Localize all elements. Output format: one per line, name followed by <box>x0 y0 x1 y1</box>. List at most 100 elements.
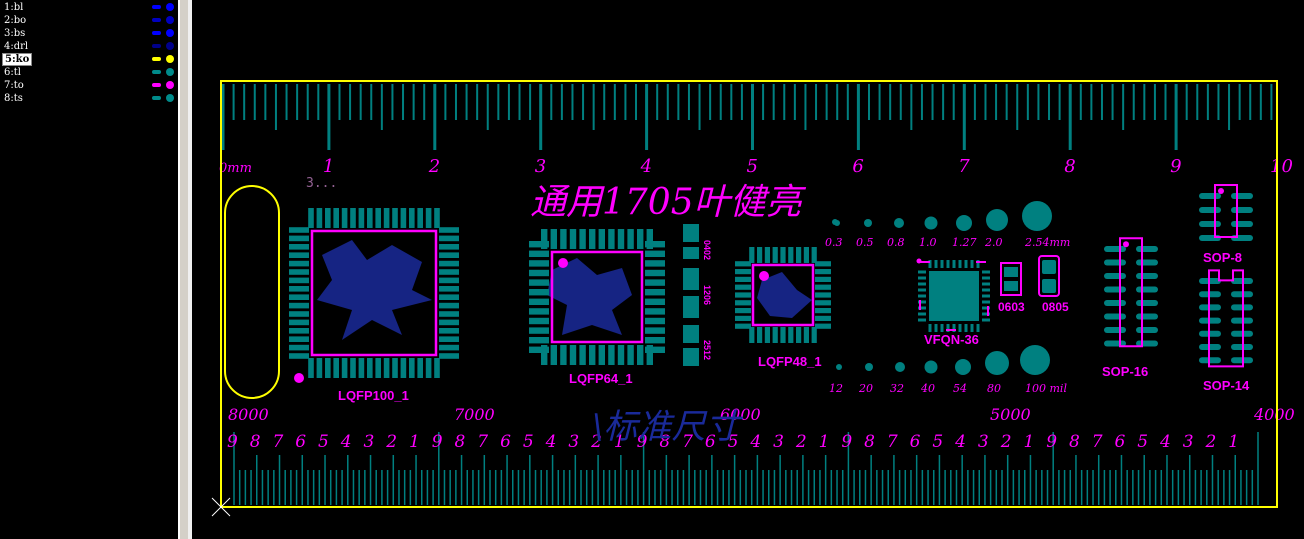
ruler-bottom-digit: 6 <box>500 432 511 452</box>
sop8-label: SOP-8 <box>1203 250 1242 265</box>
ruler-bottom-digit: 8 <box>659 432 670 452</box>
layer-color-dot-icon <box>166 81 174 89</box>
ruler-bottom-digit: 1 <box>819 432 830 452</box>
ruler-bottom-digit: 3 <box>568 432 579 452</box>
ruler-top-unit: 0mm <box>219 161 252 176</box>
ruler-bottom-digit: 8 <box>250 432 261 452</box>
board-outline <box>220 80 1278 508</box>
layer-label: 4:drl <box>4 41 29 52</box>
ruler-bottom-digit: 2 <box>385 432 397 452</box>
lqfp64-footprint[interactable] <box>529 229 665 365</box>
layer-label: 1:bl <box>4 2 24 13</box>
ruler-bottom-digit: 4 <box>749 432 761 452</box>
layer-label: 5:ko <box>2 53 33 66</box>
layer-row-ts[interactable]: 8:ts <box>0 92 178 105</box>
layer-label: 6:tl <box>4 67 21 78</box>
layer-color-line-icon <box>152 96 161 100</box>
sop14-label: SOP-14 <box>1203 378 1250 393</box>
via-size-mil-label: 20 <box>858 382 873 395</box>
layer-label: 2:bo <box>4 15 27 26</box>
vfqn36-footprint[interactable] <box>916 258 991 333</box>
via-size-mm-label: 0.3 <box>825 236 843 249</box>
ruler-top-number: 4 <box>640 156 652 177</box>
layer-label: 7:to <box>4 80 24 91</box>
ruler-bottom-digit: 6 <box>295 432 306 452</box>
ruler-top-number: 5 <box>747 156 758 177</box>
lqfp48-footprint[interactable] <box>735 247 831 343</box>
layer-color-dot-icon <box>166 68 174 76</box>
ruler-bottom-digit: 8 <box>455 432 466 452</box>
layer-row-ko[interactable]: 5:ko <box>0 53 178 66</box>
sop14-footprint[interactable] <box>1199 269 1253 368</box>
ruler-bottom-digit: 6 <box>910 432 921 452</box>
hidden-text-line: 3... <box>306 176 337 191</box>
c0603-label: 0603 <box>998 300 1025 314</box>
ruler-bottom-digit: 4 <box>954 432 966 452</box>
ruler-bottom-digit: 6 <box>705 432 716 452</box>
layer-color-dot-icon <box>166 29 174 37</box>
ruler-top-number: 7 <box>958 156 970 177</box>
layer-row-bs[interactable]: 3:bs <box>0 27 178 40</box>
layer-color-dot-icon <box>166 94 174 102</box>
ruler-bottom-thousand: 6000 <box>720 405 761 424</box>
ruler-bottom-digit: 9 <box>1046 432 1057 452</box>
panel-splitter[interactable] <box>178 0 192 539</box>
sop8-footprint[interactable] <box>1199 184 1253 241</box>
via-size-mil-label: 12 <box>829 382 843 395</box>
ruler-bottom-digit: 4 <box>545 432 557 452</box>
ruler-bottom-digit: 3 <box>364 432 375 452</box>
via-size-mil-label: 40 <box>920 382 935 395</box>
sop16-footprint[interactable] <box>1104 237 1158 348</box>
via-size-mil-label: 54 <box>953 382 967 395</box>
layer-color-dot-icon <box>166 16 174 24</box>
layer-color-dot-icon <box>166 3 174 11</box>
ruler-bottom-digit: 2 <box>795 432 807 452</box>
c0805-footprint[interactable] <box>1038 255 1060 297</box>
chip-pads-column <box>683 224 699 366</box>
layer-row-drl[interactable]: 4:drl <box>0 40 178 53</box>
layer-row-bo[interactable]: 2:bo <box>0 14 178 27</box>
lqfp48-label: LQFP48_1 <box>758 354 822 369</box>
ruler-bottom-digit: 9 <box>432 432 443 452</box>
ruler-bottom-digit: 5 <box>318 432 329 452</box>
ruler-bottom-digit: 2 <box>590 432 602 452</box>
layer-label: 8:ts <box>4 93 23 104</box>
ruler-bottom-thousand: 7000 <box>454 405 495 424</box>
ruler-bottom-digit: 9 <box>227 432 238 452</box>
chip-tags: 0402 1206 2512 <box>702 240 712 360</box>
layer-row-bl[interactable]: 1:bl <box>0 1 178 14</box>
c0603-footprint[interactable] <box>1000 262 1022 296</box>
ruler-top-number: 6 <box>852 156 863 177</box>
via-size-mm-label: 2.54mm <box>1024 236 1070 249</box>
ruler-top-number: 8 <box>1064 156 1075 177</box>
ruler-bottom-digit: 3 <box>1183 432 1194 452</box>
ruler-bottom-digit: 7 <box>887 432 898 452</box>
ruler-bottom-digit: 1 <box>1023 432 1034 452</box>
ruler-top-number: 3 <box>535 156 546 177</box>
ruler-bottom-thousand: 8000 <box>228 405 269 424</box>
layer-color-dot-icon <box>166 42 174 50</box>
splitter-highlight <box>178 0 180 539</box>
via-size-mil-label: 80 <box>987 382 1001 395</box>
ruler-bottom-digit: 4 <box>1159 432 1171 452</box>
ruler-bottom-digit: 6 <box>1114 432 1125 452</box>
lqfp100-footprint[interactable] <box>289 208 459 378</box>
via-size-mm-label: 1.0 <box>919 236 937 249</box>
ruler-bottom-digit: 4 <box>340 432 352 452</box>
layer-row-tl[interactable]: 6:tl <box>0 66 178 79</box>
bottom-layer-art <box>317 240 812 340</box>
ruler-bottom-digit: 2 <box>1204 432 1216 452</box>
ruler-bottom-digit: 9 <box>841 432 852 452</box>
via-size-mm-label: 2.0 <box>984 236 1003 249</box>
ruler-top-number: 10 <box>1270 156 1293 177</box>
ruler-bottom-digit: 8 <box>864 432 875 452</box>
layer-color-line-icon <box>152 31 161 35</box>
ruler-bottom-digit: 3 <box>773 432 784 452</box>
layer-color-dot-icon <box>166 55 174 63</box>
ruler-bottom-digit: 2 <box>1000 432 1012 452</box>
layer-row-to[interactable]: 7:to <box>0 79 178 92</box>
